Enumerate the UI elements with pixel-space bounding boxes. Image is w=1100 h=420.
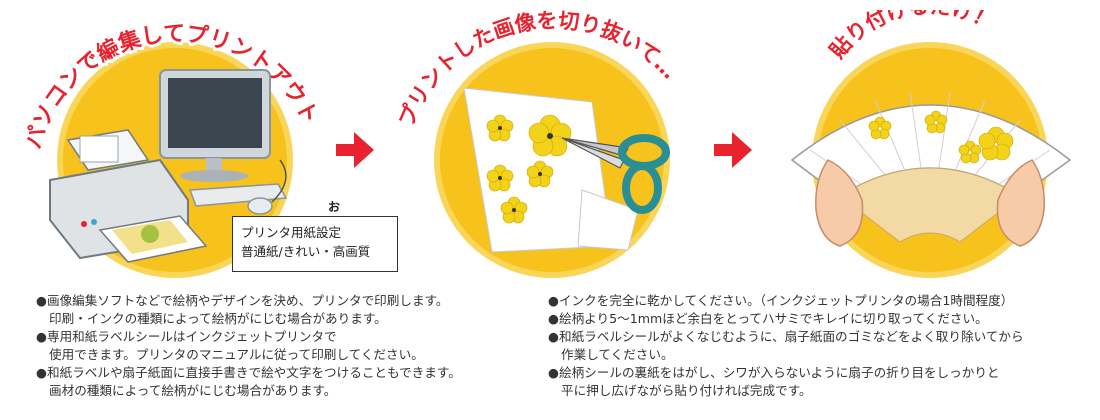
note-left-2: 印刷・インクの種類によって絵柄がにじむ場合があります。	[49, 311, 387, 326]
notes-right: ●インクを完全に乾かしてください。（インクジェットプリンタの場合1時間程度） ●…	[548, 292, 1024, 400]
note-left-3: ●専用和紙ラベルシールはインクジェットプリンタで	[36, 329, 337, 344]
note-right-1: ●インクを完全に乾かしてください。（インクジェットプリンタの場合1時間程度）	[548, 293, 1014, 308]
recommend-settings-box: プリンタ用紙設定 普通紙/きれい・高画質	[232, 216, 398, 272]
note-left-4: 使用できます。プリンタのマニュアルに従って印刷してください。	[49, 347, 424, 362]
note-left-6: 画材の種類によって絵柄がにじむ場合があります。	[49, 383, 337, 398]
right-arrow-icon	[714, 132, 752, 168]
recommend-line-2: 普通紙/きれい・高画質	[241, 244, 371, 259]
note-right-6: 平に押し広げながら貼り付ければ完成です。	[561, 383, 812, 398]
step-paste: 貼り付けるだけ！	[770, 10, 1090, 280]
step-cut: プリントした画像を切り抜いて…	[392, 10, 712, 280]
recommend-line-1: プリンタ用紙設定	[241, 225, 342, 240]
step-print: パソコンで編集してプリントアウト おすすめ プリンタ用紙設定 普通紙/きれい・高…	[10, 10, 398, 280]
scissors-illustration: プリントした画像を切り抜いて…	[392, 10, 685, 278]
note-right-5: ●絵柄シールの裏紙をはがし、シワが入らないように扇子の折り目をしっかりと	[548, 365, 1000, 380]
note-left-5: ●和紙ラベルや扇子紙面に直接手書きで絵や文字をつけることもできます。	[36, 365, 461, 380]
notes-left: ●画像編集ソフトなどで絵柄やデザインを決め、プリンタで印刷します。 印刷・インク…	[36, 292, 461, 400]
printer-computer-illustration: パソコンで編集してプリントアウト	[18, 19, 325, 278]
right-arrow-icon	[336, 132, 374, 168]
note-right-2: ●絵柄より5～1mmほど余白をとってハサミでキレイに切り取ってください。	[548, 311, 988, 326]
fan-illustration: 貼り付けるだけ！	[790, 10, 1072, 278]
note-right-4: 作業してください。	[561, 347, 674, 362]
note-right-3: ●和紙ラベルシールがよくなじむように、扇子紙面のゴミなどをよく取り除いてから	[548, 329, 1024, 344]
note-left-1: ●画像編集ソフトなどで絵柄やデザインを決め、プリンタで印刷します。	[36, 293, 449, 308]
